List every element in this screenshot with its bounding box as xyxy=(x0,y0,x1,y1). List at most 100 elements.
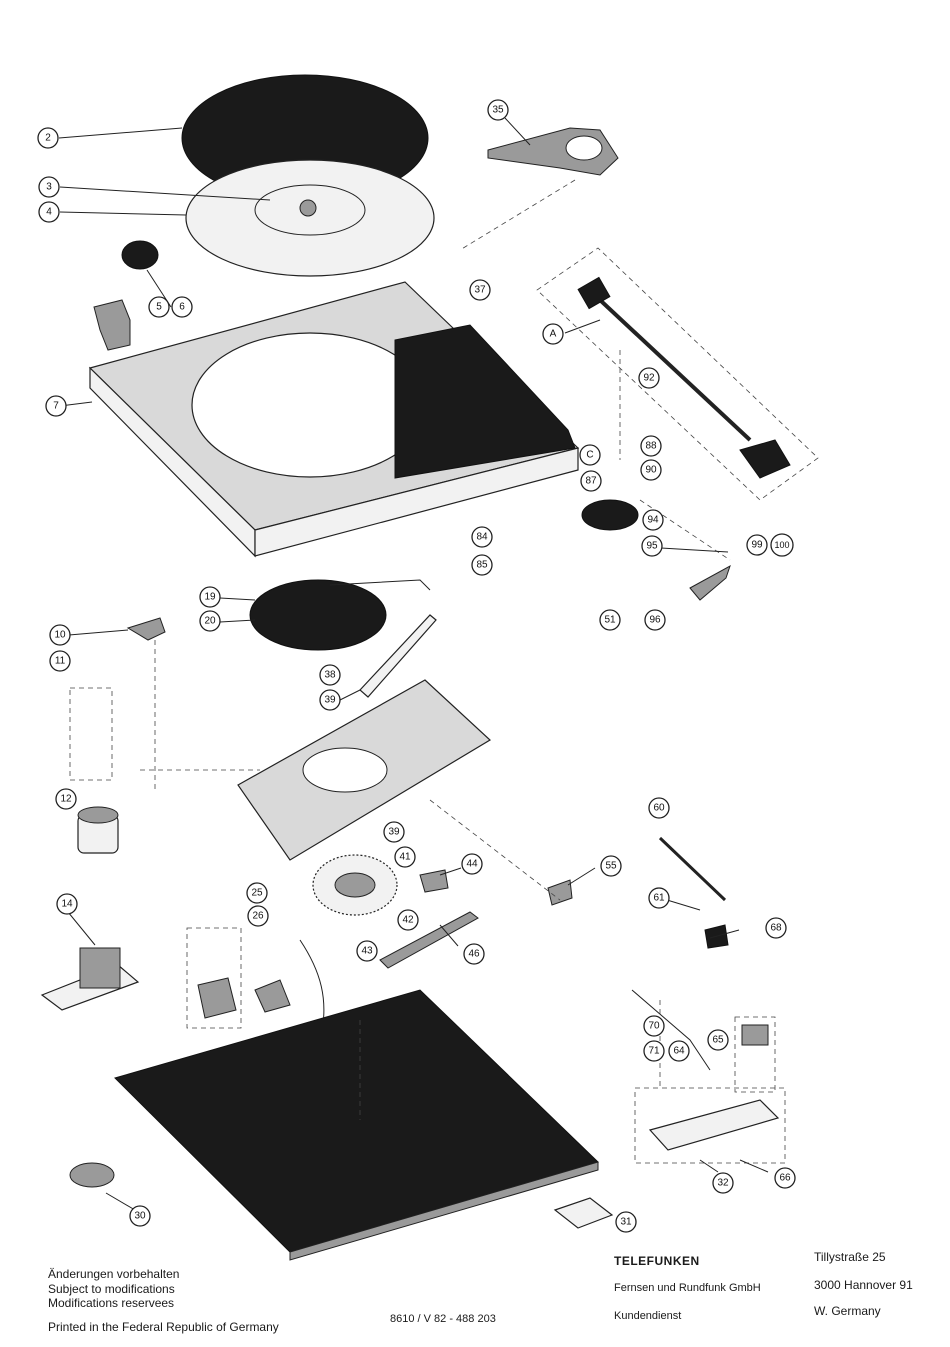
svg-text:87: 87 xyxy=(585,476,597,487)
plug-part xyxy=(254,979,291,1013)
callout: 32 xyxy=(712,1172,734,1194)
mechanism-well xyxy=(302,747,388,793)
switch-assembly xyxy=(648,1099,780,1151)
svg-text:12: 12 xyxy=(60,794,72,805)
svg-text:3: 3 xyxy=(46,182,52,193)
tonearm-headshell xyxy=(739,439,791,479)
callout: 5 xyxy=(148,296,170,318)
screw-group-box xyxy=(69,687,113,781)
drive-disc xyxy=(249,579,387,651)
svg-text:100: 100 xyxy=(774,540,789,550)
tonearm-counterweight xyxy=(577,276,611,310)
leader-line xyxy=(504,117,531,146)
callout: 38 xyxy=(319,664,341,686)
svg-text:42: 42 xyxy=(402,915,414,926)
svg-text:51: 51 xyxy=(604,615,616,626)
callout: 66 xyxy=(774,1167,796,1189)
leader-line xyxy=(567,867,596,886)
callout: 39 xyxy=(383,821,405,843)
svg-text:99: 99 xyxy=(751,540,763,551)
company-name: Fernsen und Rundfunk GmbH xyxy=(614,1282,761,1294)
clip-part xyxy=(93,299,131,351)
callout: 41 xyxy=(394,846,416,868)
leader-line xyxy=(67,911,96,946)
platter xyxy=(185,159,435,277)
svg-text:68: 68 xyxy=(770,923,782,934)
callout: 90 xyxy=(640,459,662,481)
department: Kundendienst xyxy=(614,1310,682,1322)
svg-text:46: 46 xyxy=(468,949,480,960)
svg-text:11: 11 xyxy=(55,656,66,667)
leader-line xyxy=(68,629,129,636)
callout: 14 xyxy=(56,893,78,915)
svg-text:43: 43 xyxy=(361,946,373,957)
svg-text:2: 2 xyxy=(45,133,51,144)
svg-text:14: 14 xyxy=(61,899,73,910)
notice-german: Änderungen vorbehalten xyxy=(48,1267,180,1281)
gear-hub xyxy=(334,872,376,898)
platter-inner-ring xyxy=(254,184,366,236)
motor-top xyxy=(77,806,119,824)
svg-text:90: 90 xyxy=(645,465,657,476)
svg-text:94: 94 xyxy=(647,515,659,526)
headshell-cutout xyxy=(565,135,603,161)
svg-text:44: 44 xyxy=(466,859,478,870)
part-46 xyxy=(379,911,479,969)
svg-text:61: 61 xyxy=(653,893,665,904)
notice-english: Subject to modifications xyxy=(48,1281,175,1296)
callout: 37 xyxy=(469,279,491,301)
svg-text:A: A xyxy=(550,329,557,340)
chassis-dark-panel xyxy=(394,324,576,479)
leader-line xyxy=(219,619,256,623)
callout: 7 xyxy=(45,395,67,417)
leader-line xyxy=(564,319,601,334)
callout: 71 xyxy=(643,1040,665,1062)
callout: 96 xyxy=(644,609,666,631)
chassis-side xyxy=(254,447,579,557)
svg-text:35: 35 xyxy=(492,105,504,116)
callout: 94 xyxy=(642,509,664,531)
chassis-platter-well xyxy=(191,332,429,478)
svg-text:7: 7 xyxy=(53,401,59,412)
callout: 64 xyxy=(668,1040,690,1062)
tonearm-tube xyxy=(598,298,752,442)
callout: 95 xyxy=(641,535,663,557)
callout: 60 xyxy=(648,797,670,819)
part-25-box xyxy=(186,927,242,1029)
leader-line xyxy=(439,867,462,876)
callout: 35 xyxy=(487,99,509,121)
callout: 44 xyxy=(461,853,483,875)
callout: 42 xyxy=(397,909,419,931)
callout: 46 xyxy=(463,943,485,965)
address-city: 3000 Hannover 91 xyxy=(814,1278,913,1292)
brand-name: TELEFUNKEN xyxy=(614,1254,700,1268)
transformer-core xyxy=(79,947,121,989)
callout: 65 xyxy=(707,1029,729,1051)
base-plate-front xyxy=(289,1161,599,1261)
arm-base-part xyxy=(581,499,639,531)
callout: 19 xyxy=(199,586,221,608)
callout: 26 xyxy=(247,905,269,927)
part-25 xyxy=(197,977,237,1019)
document-code: 8610 / V 82 - 488 203 xyxy=(390,1313,496,1325)
callout: 99 xyxy=(746,534,768,556)
callout: 100 xyxy=(770,533,794,557)
callout: 2 xyxy=(37,127,59,149)
svg-text:88: 88 xyxy=(645,441,657,452)
leader-line xyxy=(58,127,183,139)
callout: 25 xyxy=(246,882,268,904)
svg-text:5: 5 xyxy=(156,302,162,313)
svg-text:95: 95 xyxy=(646,541,658,552)
leader-line xyxy=(59,186,271,201)
printed-in: Printed in the Federal Republic of Germa… xyxy=(48,1320,279,1334)
callout: 4 xyxy=(38,201,60,223)
callout: 88 xyxy=(640,435,662,457)
callout: 84 xyxy=(471,526,493,548)
leader-line xyxy=(59,211,187,216)
cue-lever-part xyxy=(689,564,731,601)
notice-french: Modifications reservees xyxy=(48,1296,175,1310)
svg-text:C: C xyxy=(586,450,593,461)
rod-part xyxy=(658,836,727,902)
part-65 xyxy=(741,1024,769,1046)
